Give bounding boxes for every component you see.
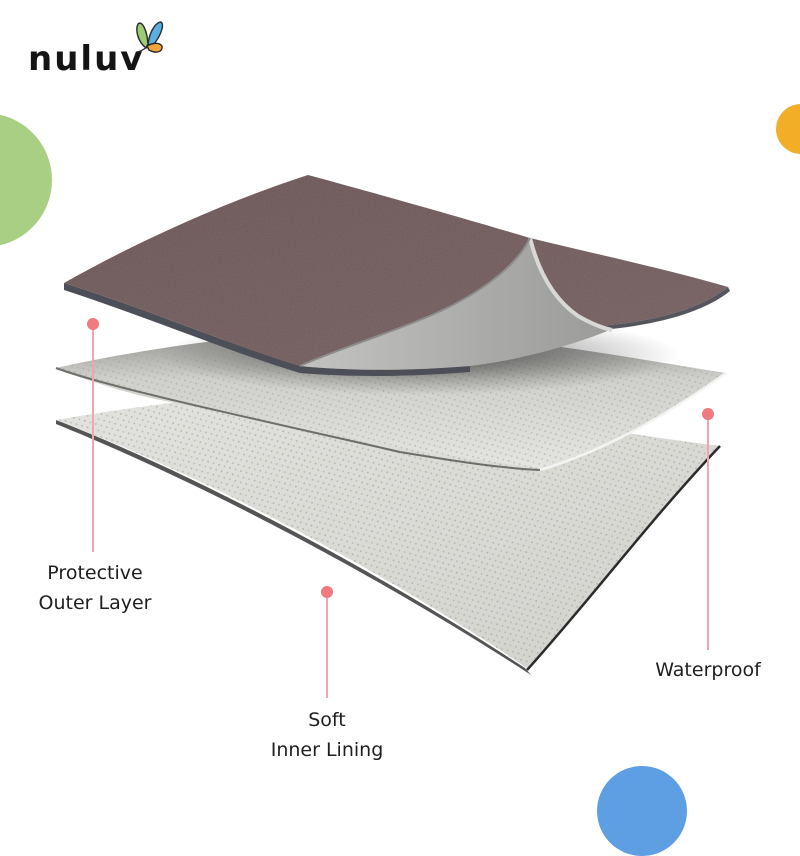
callout-dot-outer bbox=[87, 318, 99, 330]
label-line: Soft bbox=[308, 709, 346, 731]
callout-inner bbox=[321, 586, 333, 698]
brand-name: nuluv bbox=[28, 39, 145, 79]
butterfly-icon bbox=[136, 21, 164, 53]
callout-dot-inner bbox=[321, 586, 333, 598]
layers-illustration bbox=[55, 175, 730, 698]
label-line: Inner Lining bbox=[270, 739, 384, 761]
label-waterproof: Waterproof bbox=[640, 655, 776, 685]
brand-logo: nuluv bbox=[28, 42, 144, 76]
callout-outer bbox=[87, 318, 99, 552]
label-soft-inner-lining: Soft Inner Lining bbox=[257, 705, 397, 765]
label-protective-outer-layer: Protective Outer Layer bbox=[28, 558, 162, 618]
label-line: Protective bbox=[47, 562, 143, 584]
callout-waterproof bbox=[702, 408, 714, 650]
label-line: Waterproof bbox=[655, 659, 761, 681]
protective-outer-layer bbox=[64, 175, 730, 376]
label-line: Outer Layer bbox=[38, 592, 152, 614]
callout-dot-waterproof bbox=[702, 408, 714, 420]
